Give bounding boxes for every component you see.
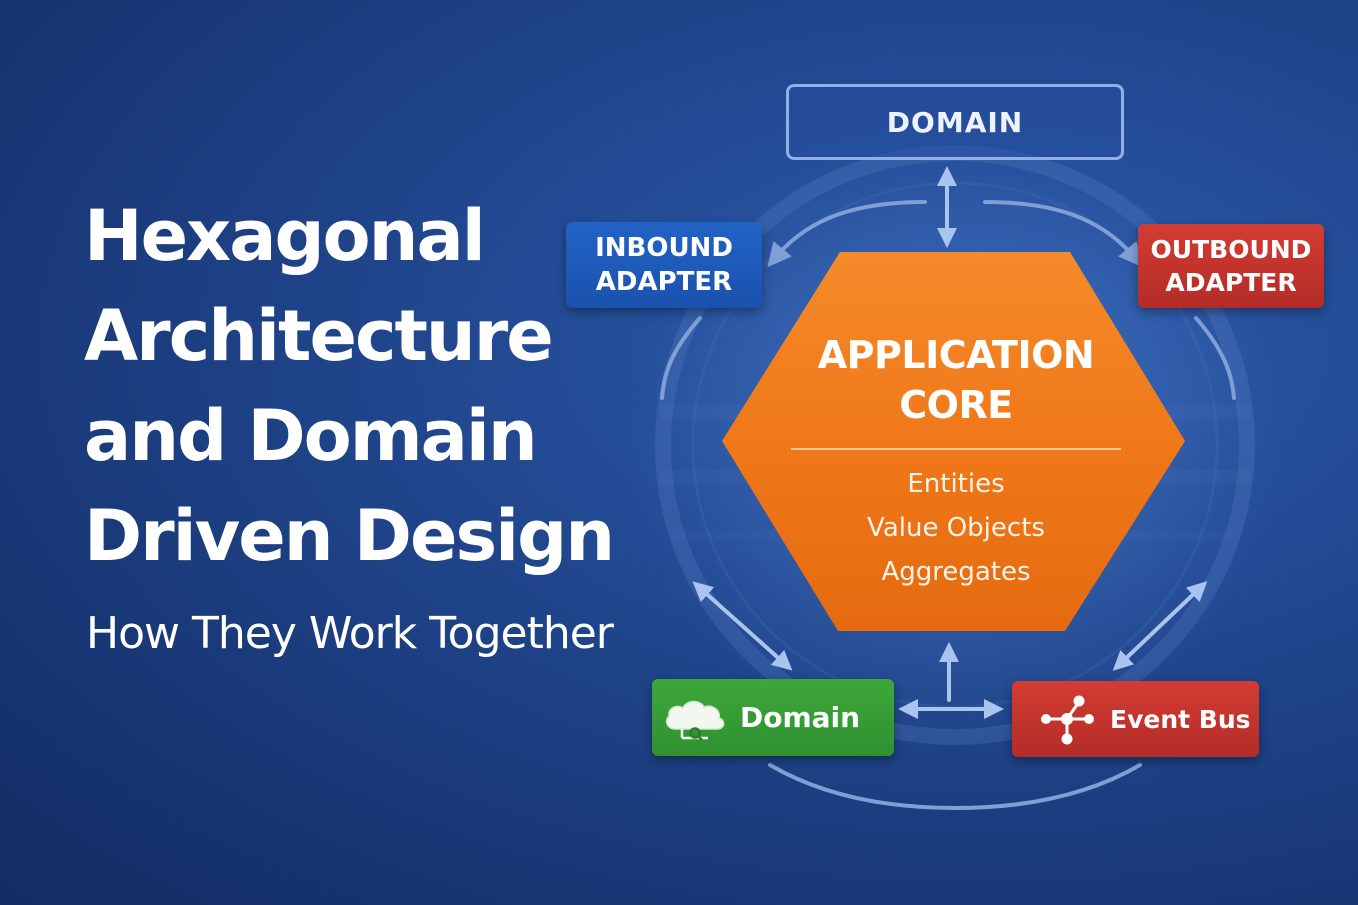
arrow-right-diagonal: [1112, 581, 1208, 671]
headline-line: Hexagonal: [84, 195, 486, 277]
domain-module-box: Domain: [652, 679, 894, 756]
core-divider: [791, 448, 1121, 450]
connector-arrows: [692, 166, 1208, 719]
event-bus-box: Event Bus: [1012, 681, 1259, 757]
core-item-entities: Entities: [907, 469, 1005, 499]
core-title: CORE: [899, 383, 1013, 427]
inbound-adapter-box: INBOUND ADAPTER: [566, 222, 762, 308]
inbound-adapter-label: ADAPTER: [595, 267, 733, 297]
core-item-aggregates: Aggregates: [881, 557, 1031, 587]
headline-line: Architecture: [84, 295, 554, 377]
headline: Hexagonal Architecture and Domain Driven…: [84, 186, 624, 586]
network-icon: [1041, 695, 1094, 745]
headline-line: and Domain: [84, 395, 538, 477]
domain-layer-label: DOMAIN: [886, 105, 1024, 139]
arc-right: [1194, 316, 1236, 400]
outbound-adapter-label: OUTBOUND: [1150, 235, 1312, 264]
subtitle: How They Work Together: [86, 608, 614, 659]
application-core-hexagon: [722, 252, 1185, 631]
core-item-value-objects: Value Objects: [867, 513, 1045, 543]
outbound-adapter-label: ADAPTER: [1165, 268, 1297, 297]
arc-bottom: [768, 763, 1142, 811]
core-title: APPLICATION: [817, 333, 1095, 377]
arrow-left-diagonal: [692, 581, 793, 671]
inbound-adapter-label: INBOUND: [595, 233, 733, 263]
arc-top-right: [983, 200, 1143, 268]
cloud-icon: [665, 700, 725, 741]
arc-top-left: [767, 200, 927, 268]
event-bus-label: Event Bus: [1110, 704, 1251, 734]
outbound-adapter-box: OUTBOUND ADAPTER: [1138, 224, 1324, 308]
domain-module-label: Domain: [740, 701, 861, 734]
application-core: APPLICATION CORE Entities Value Objects …: [760, 330, 1152, 594]
domain-layer-box: DOMAIN: [786, 84, 1124, 160]
headline-line: Driven Design: [84, 495, 615, 577]
flow-arrows: [660, 200, 1236, 811]
arc-left: [660, 316, 702, 400]
